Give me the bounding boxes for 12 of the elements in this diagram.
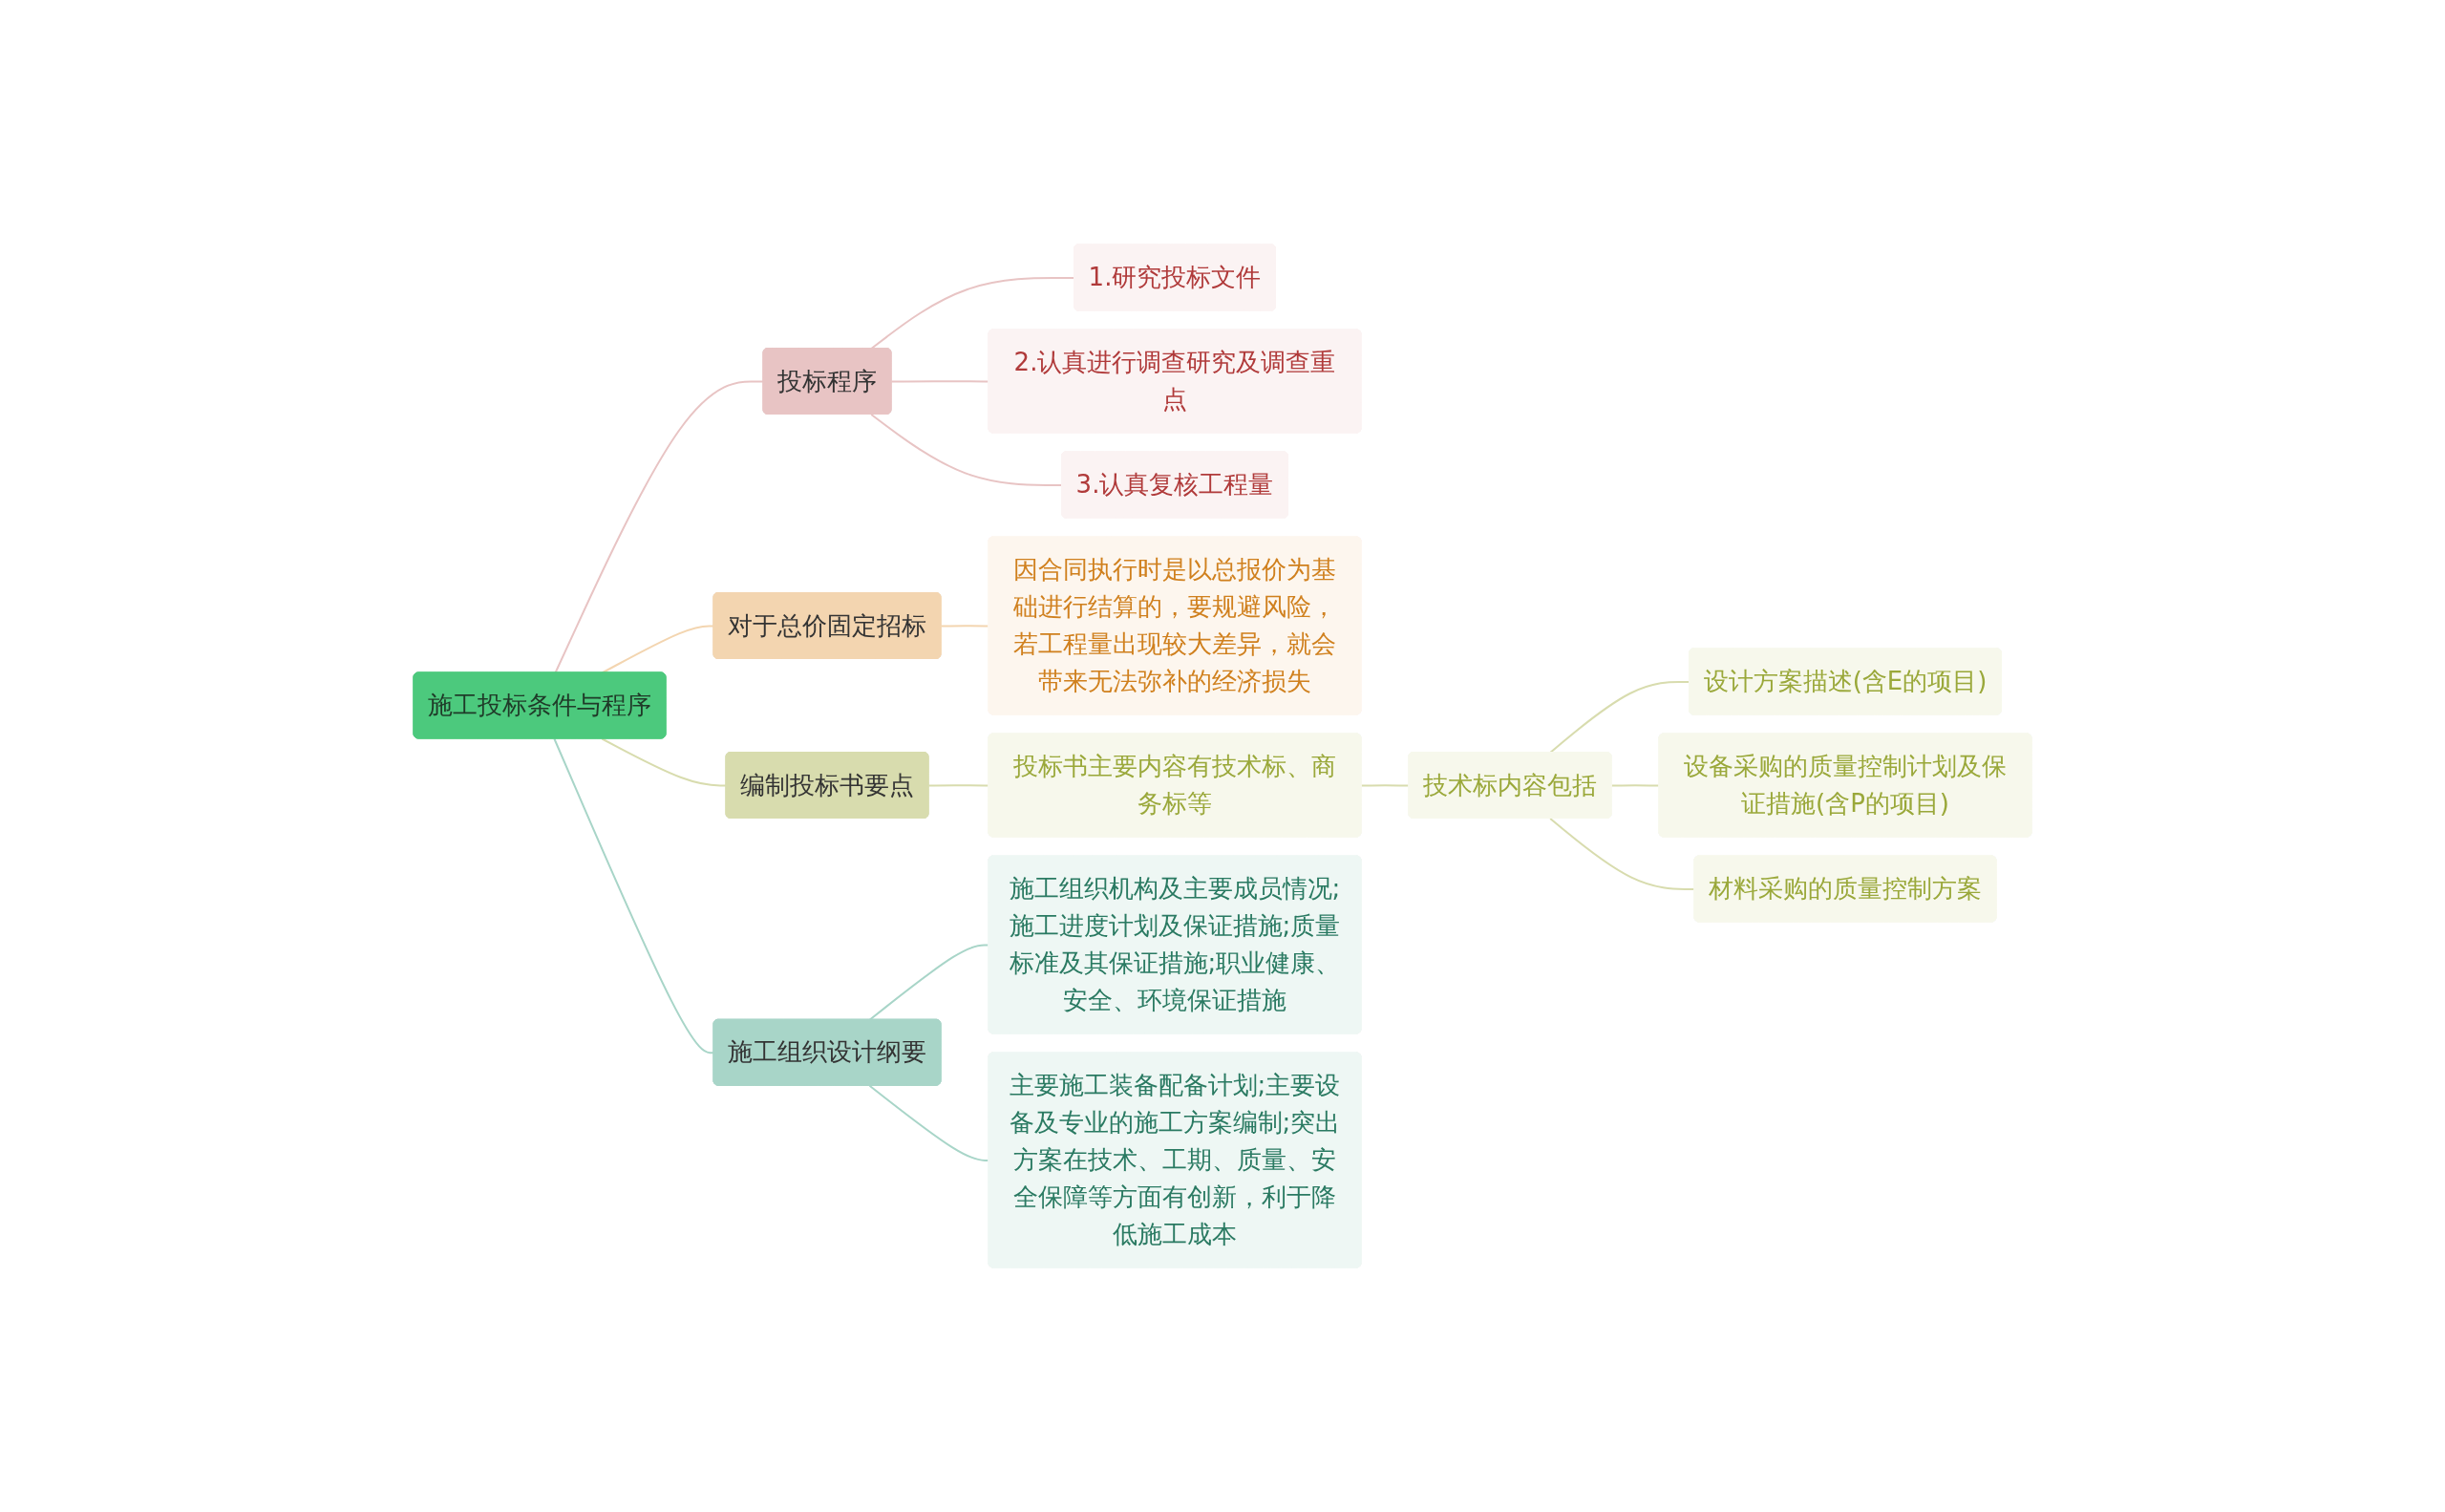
connector bbox=[927, 784, 990, 787]
connector bbox=[890, 380, 990, 383]
connector bbox=[868, 1084, 990, 1161]
connector bbox=[940, 625, 990, 628]
connector bbox=[553, 737, 715, 1054]
connector bbox=[601, 625, 715, 674]
connector bbox=[601, 737, 728, 787]
connector bbox=[1610, 784, 1661, 787]
connector bbox=[554, 380, 765, 674]
connector bbox=[1360, 784, 1411, 787]
connector bbox=[1549, 818, 1696, 890]
connector bbox=[868, 944, 990, 1021]
